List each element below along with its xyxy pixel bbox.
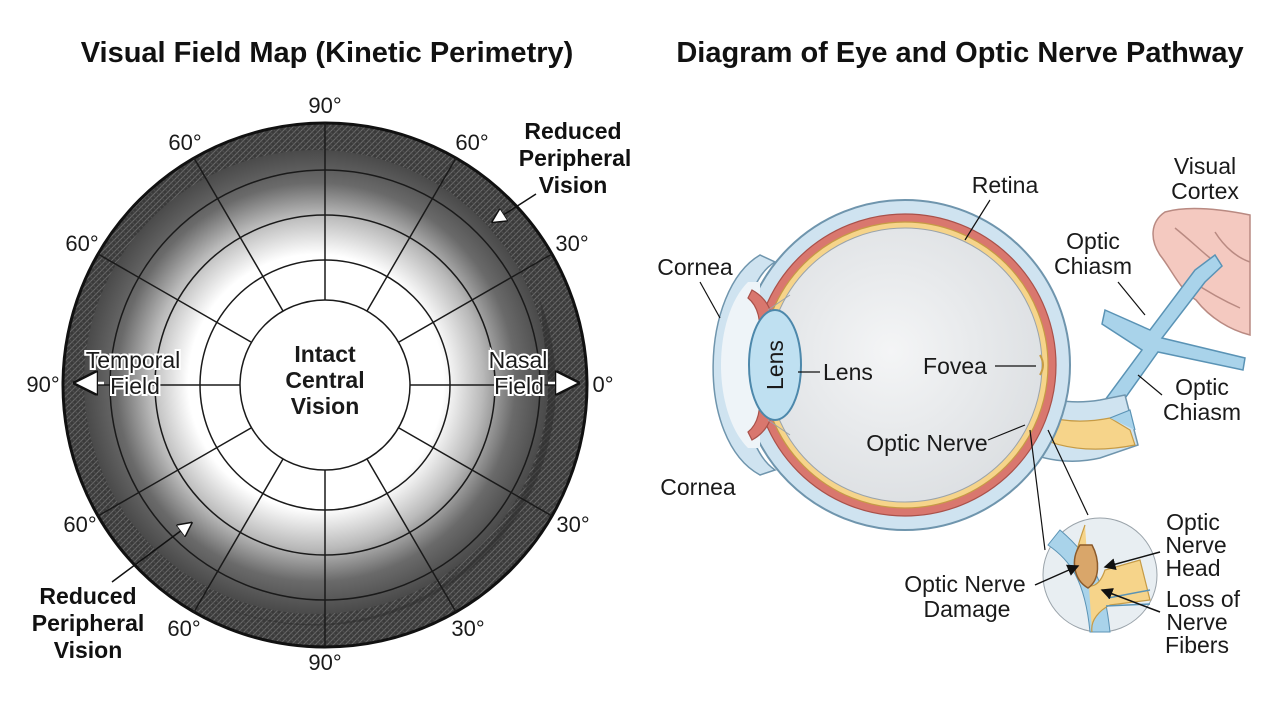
temporal-label-2: Field <box>110 373 160 399</box>
cornea-top-label: Cornea <box>657 254 733 280</box>
loss-fibers-label-3: Fibers <box>1165 632 1229 658</box>
retina-label: Retina <box>972 172 1039 198</box>
deg-lower-right: 30° <box>556 512 589 537</box>
center-label-1: Intact <box>294 341 356 367</box>
left-panel-title: Visual Field Map (Kinetic Perimetry) <box>81 37 574 69</box>
optic-chiasm-right-label-2: Chiasm <box>1163 399 1241 425</box>
reduced-bottom-2: Peripheral <box>32 610 145 636</box>
reduced-top-2: Peripheral <box>519 145 632 171</box>
cornea-bottom-label: Cornea <box>660 474 736 500</box>
temporal-label-1: Temporal <box>86 347 181 373</box>
reduced-top-1: Reduced <box>524 118 621 144</box>
optic-nerve-head-label-3: Head <box>1166 555 1221 581</box>
deg-upper-left: 60° <box>65 231 98 256</box>
center-label-2: Central <box>285 367 364 393</box>
nerve-damage-inset <box>1042 517 1158 633</box>
eye-diagram: Lens Retina Visual Cortex Optic Chiasm O… <box>657 153 1251 658</box>
optic-nerve-head-label-1: Optic <box>1166 509 1220 535</box>
deg-upper-right: 30° <box>555 231 588 256</box>
optic-chiasm-right-label-1: Optic <box>1175 374 1229 400</box>
optic-nerve-label: Optic Nerve <box>866 430 987 456</box>
visual-cortex-label-2: Cortex <box>1171 178 1239 204</box>
visual-field-map: 90° 60° 60° 60° 30° 90° 0° 60° 30° 60° 3… <box>26 93 631 675</box>
deg-top-left: 60° <box>168 130 201 155</box>
deg-top-right: 60° <box>455 130 488 155</box>
optic-chiasm-top-label-1: Optic <box>1066 228 1120 254</box>
reduced-bottom-arrow <box>111 524 190 583</box>
loss-fibers-label-2: Nerve <box>1166 609 1227 635</box>
optic-nerve-damage-label-2: Damage <box>924 596 1011 622</box>
lens <box>748 309 802 421</box>
reduced-top-arrow <box>494 193 537 221</box>
reduced-top-3: Vision <box>539 172 608 198</box>
reduced-bottom-3: Vision <box>54 637 123 663</box>
right-panel-title: Diagram of Eye and Optic Nerve Pathway <box>676 37 1243 69</box>
deg-top: 90° <box>308 93 341 118</box>
lens-label: Lens <box>823 359 873 385</box>
center-label-3: Vision <box>291 393 360 419</box>
deg-bottom: 90° <box>308 650 341 675</box>
deg-left: 90° <box>26 372 59 397</box>
nasal-label-2: Field <box>494 373 544 399</box>
optic-nerve-damage-label-1: Optic Nerve <box>904 571 1025 597</box>
deg-right: 0° <box>592 372 613 397</box>
optic-chiasm-top-label-2: Chiasm <box>1054 253 1132 279</box>
nasal-label-1: Nasal <box>489 347 548 373</box>
deg-lower-left: 60° <box>63 512 96 537</box>
vitreous <box>767 227 1043 503</box>
fovea-label: Fovea <box>923 353 987 379</box>
deg-bottom-left: 60° <box>167 616 200 641</box>
optic-nerve-head-label-2: Nerve <box>1165 532 1226 558</box>
loss-fibers-label-1: Loss of <box>1166 586 1241 612</box>
optic-chiasm <box>1101 253 1246 410</box>
deg-bottom-right: 30° <box>451 616 484 641</box>
reduced-bottom-1: Reduced <box>39 583 136 609</box>
lens-inside-label: Lens <box>762 340 788 390</box>
damaged-nerve-head <box>1073 544 1099 589</box>
visual-cortex-label-1: Visual <box>1174 153 1236 179</box>
